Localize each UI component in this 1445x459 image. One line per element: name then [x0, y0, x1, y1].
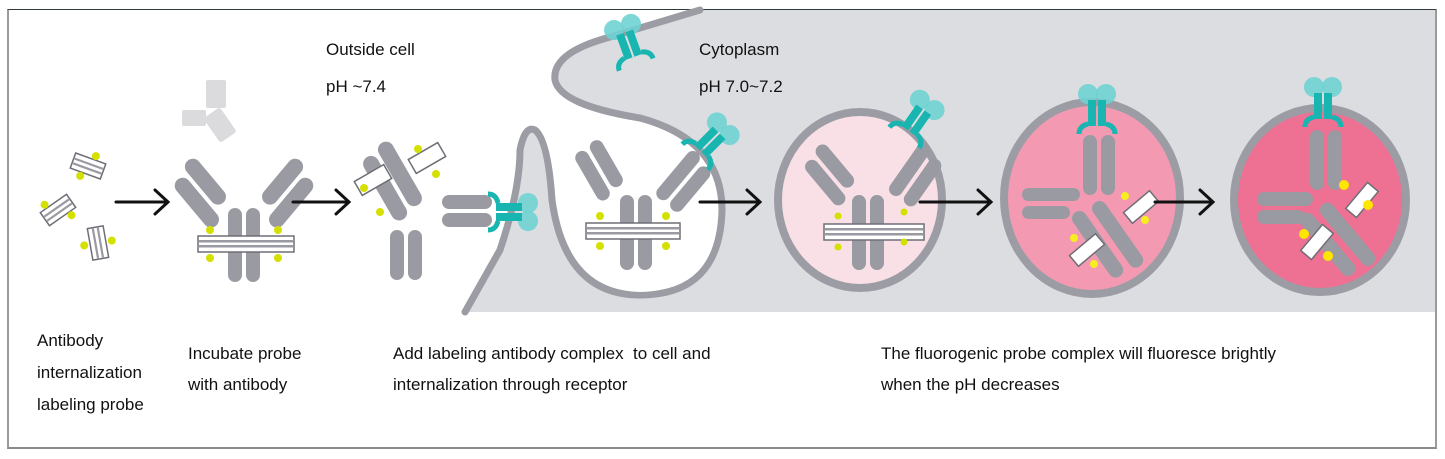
antibody-endosome-late [1257, 130, 1380, 276]
caption-line: Antibody [37, 331, 104, 350]
antibody-complex [353, 141, 492, 280]
cell-membrane [461, 6, 726, 316]
caption-fluoresce: The fluorogenic probe complex will fluor… [881, 338, 1276, 400]
cytoplasm-ph: pH 7.0~7.2 [699, 77, 783, 96]
caption-line: when the pH decreases [881, 375, 1060, 394]
antibody-endosome-early [805, 144, 942, 270]
caption-line: Add labeling antibody complex to cell an… [393, 344, 711, 363]
region-label-outside: Outside cell pH ~7.4 [326, 34, 415, 102]
antibody [174, 158, 314, 282]
region-label-cytoplasm: Cytoplasm pH 7.0~7.2 [699, 34, 783, 102]
cytoplasm-region [465, 10, 1435, 312]
arrow-step-5 [1153, 188, 1216, 216]
outside-title: Outside cell [326, 40, 415, 59]
arrow-step-2 [291, 188, 352, 216]
caption-line: with antibody [188, 375, 288, 394]
antibody-internalizing [575, 140, 711, 270]
caption-line: internalization [37, 363, 142, 382]
arrow-step-4 [918, 188, 994, 216]
caption-probe: Antibody internalization labeling probe [37, 325, 144, 421]
caption-add-complex: Add labeling antibody complex to cell an… [393, 338, 711, 400]
faded-antibody-fragment [182, 80, 236, 142]
cytoplasm-title: Cytoplasm [699, 40, 780, 59]
free-probe [80, 225, 116, 261]
free-probe [39, 193, 77, 227]
arrow-step-3 [698, 188, 763, 216]
caption-line: Incubate probe [188, 344, 302, 363]
arrow-step-1 [114, 188, 171, 216]
antibody-endosome-mid [1022, 135, 1160, 278]
caption-line: labeling probe [37, 395, 144, 414]
free-probe [69, 152, 107, 180]
caption-line: internalization through receptor [393, 375, 628, 394]
caption-incubate: Incubate probe with antibody [188, 338, 301, 400]
outside-ph: pH ~7.4 [326, 77, 387, 96]
caption-line: The fluorogenic probe complex will fluor… [881, 344, 1276, 363]
